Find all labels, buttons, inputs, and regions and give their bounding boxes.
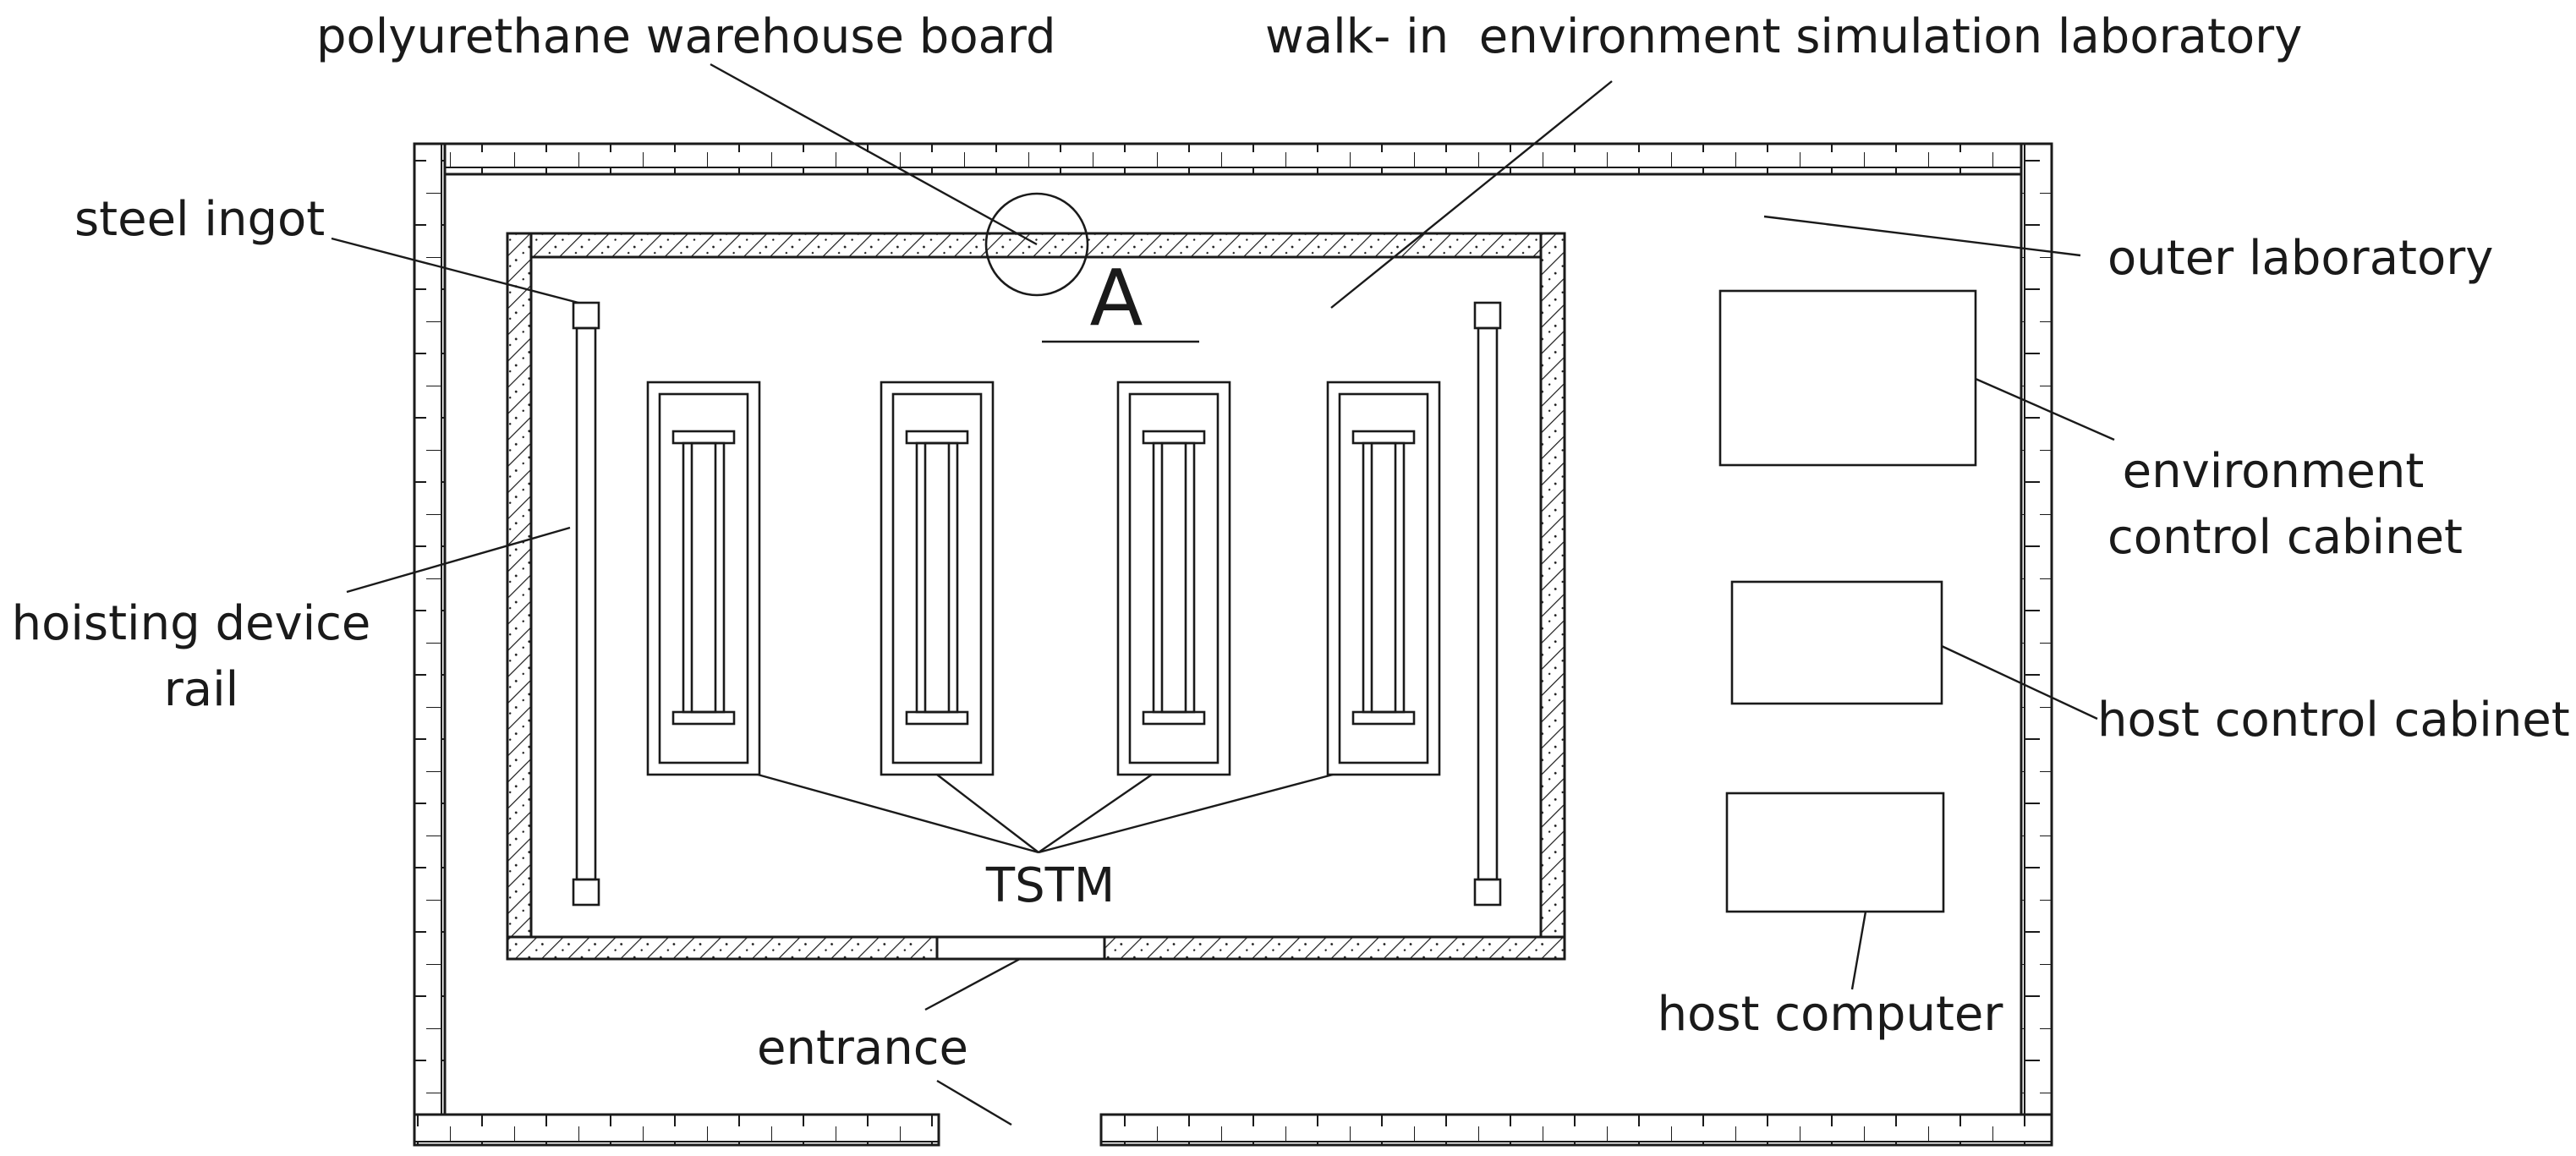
label-host-control-cabinet: host control cabinet (2097, 693, 2570, 748)
detail-circle (984, 192, 1089, 297)
label-host-computer: host computer (1658, 987, 2004, 1042)
walk-in-chamber (506, 232, 1566, 961)
outer-brick-wall (413, 142, 2053, 1147)
label-tstm: TSTM (985, 858, 1115, 913)
chamber-door (935, 935, 1106, 961)
tstm-unit-3 (1116, 381, 1231, 776)
label-hoisting-rail-line2: rail (164, 662, 238, 717)
host-computer (1725, 792, 1945, 913)
label-hoisting-rail-line1: hoisting device (12, 596, 371, 651)
label-steel-ingot: steel ingot (74, 192, 325, 247)
tstm-unit-2 (880, 381, 995, 776)
tstm-unit-4 (1326, 381, 1441, 776)
hoisting-rail-right (1473, 301, 1502, 907)
tstm-unit-1 (646, 381, 761, 776)
label-polyurethane-board: polyurethane warehouse board (316, 9, 1056, 64)
label-environment-cabinet-line2: control cabinet (2107, 510, 2463, 565)
detail-marker-label: A (1090, 253, 1143, 343)
label-environment-cabinet-line1: environment (2123, 444, 2425, 499)
environment-control-cabinet (1718, 289, 1977, 467)
leader-lines (331, 63, 2115, 1126)
label-entrance: entrance (757, 1021, 968, 1076)
label-walk-in-lab: walk- in environment simulation laborato… (1265, 9, 2302, 64)
host-control-cabinet (1730, 580, 1943, 705)
label-outer-laboratory: outer laboratory (2107, 231, 2493, 286)
hoisting-rail-left (572, 301, 600, 907)
